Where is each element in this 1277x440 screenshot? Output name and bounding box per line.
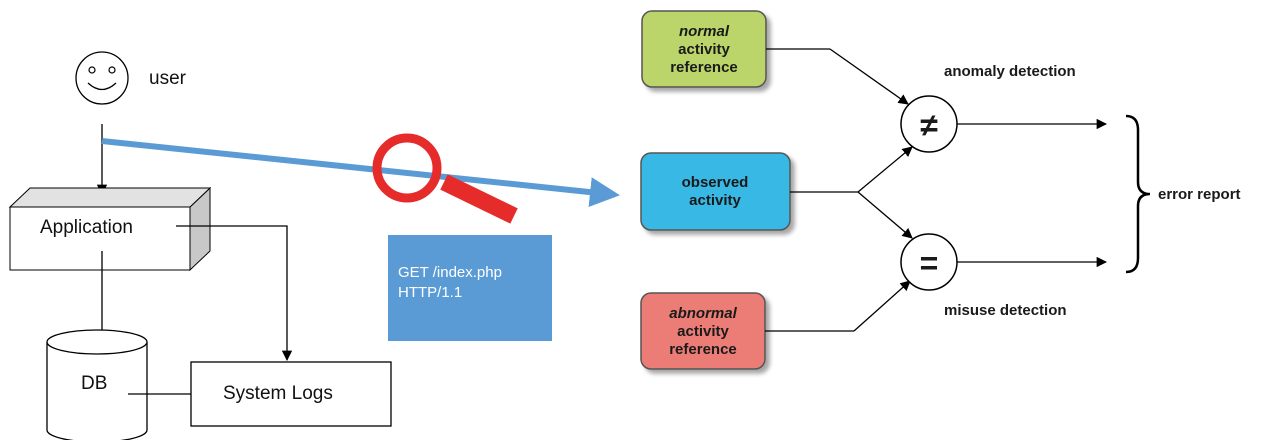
observed-activity-line2: activity [689,192,741,209]
normal-reference-line3: reference [670,59,738,76]
http-request-line1: GET /index.php [398,264,502,281]
observed-activity-line1: observed [682,174,749,191]
abnormal-to-eq-arrow [853,280,911,332]
system-logs-label: System Logs [223,383,333,404]
observed-to-neq-arrow [857,146,913,193]
observed-to-eq-arrow [857,191,913,239]
abnormal-reference-line2: activity [677,323,729,340]
db-cylinder [46,329,148,440]
normal-reference-line2: activity [678,41,730,58]
http-request-line2: HTTP/1.1 [398,284,463,301]
smiley-icon [75,51,129,105]
user-label: user [149,68,187,89]
normal-to-neq-arrow-2 [829,48,909,105]
db-label: DB [81,373,107,394]
magnifier-icon [372,133,518,224]
intercept-arrow [101,138,620,208]
http-request-box: GET /index.php HTTP/1.1 [388,235,552,341]
abnormal-reference-line3: reference [669,341,737,358]
not-equal-symbol: ≠ [920,107,938,143]
application-box [8,186,212,272]
anomaly-detection-label: anomaly detection [944,63,1076,80]
system-logs-box [190,361,392,427]
error-report-brace [1125,114,1151,274]
abnormal-reference-italic: abnormal [669,305,737,322]
normal-reference-italic: normal [679,23,730,40]
equal-symbol: = [920,245,939,281]
application-label: Application [40,217,133,238]
app-to-logs-arrow [176,225,293,362]
misuse-detection-label: misuse detection [944,302,1067,319]
error-report-label: error report [1158,186,1241,203]
